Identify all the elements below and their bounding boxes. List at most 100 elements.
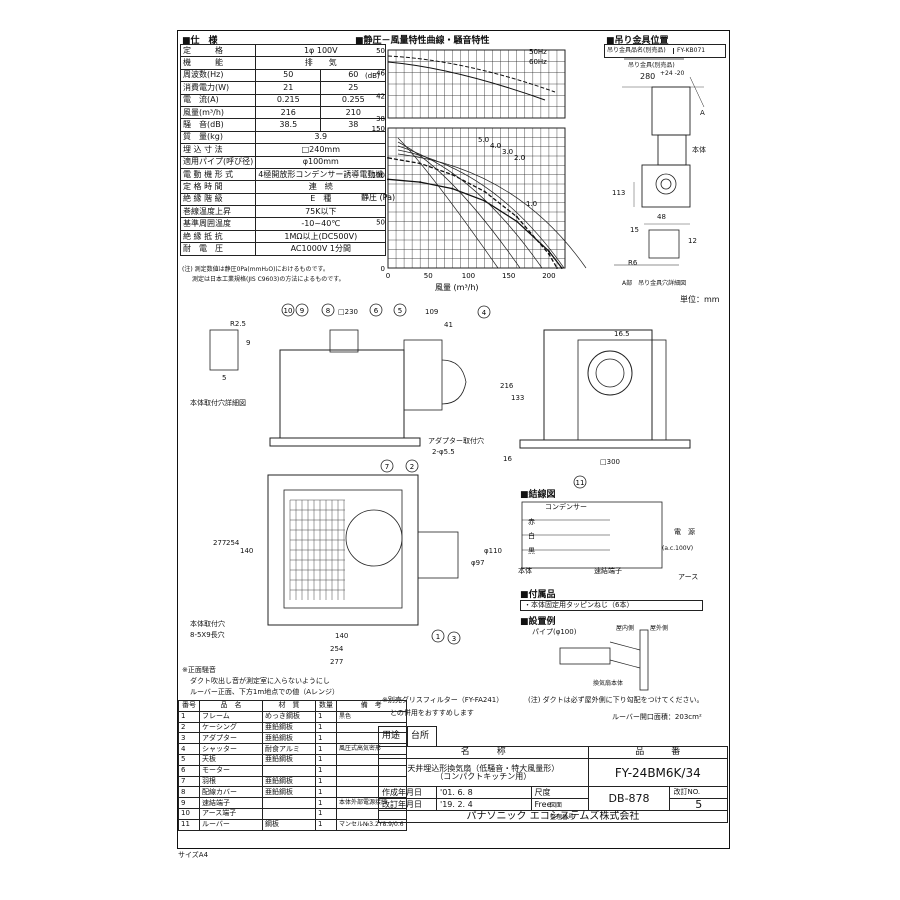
parts-header: 品 名 bbox=[199, 700, 263, 712]
scale-label: 尺度 bbox=[530, 786, 589, 799]
spec-value: -10~40℃ bbox=[255, 217, 387, 231]
parts-cell-qty: 1 bbox=[315, 710, 337, 723]
created-label: 作成年月日 bbox=[378, 786, 437, 799]
wiring-terminal: 速結端子 bbox=[594, 567, 622, 575]
hanger-dim-48: 48 bbox=[657, 213, 666, 221]
spec-label: 巻線温度上昇 bbox=[179, 205, 257, 219]
part-balloon-number: 9 bbox=[300, 307, 304, 315]
spec-row: 質 量(kg)3.9 bbox=[179, 130, 387, 145]
accessories-title: ■付属品 bbox=[520, 590, 556, 600]
detail-dim-r25: R2.5 bbox=[230, 320, 246, 328]
spec-row: 適用パイプ(呼び径)φ100mm bbox=[179, 155, 387, 169]
use-label: 用途 bbox=[378, 726, 408, 747]
spec-value-50hz: 216 bbox=[255, 105, 322, 120]
db-tick-label: 50 bbox=[376, 47, 385, 55]
parts-cell-qty: 1 bbox=[315, 786, 337, 799]
install-pipe: パイプ(φ100) bbox=[532, 628, 577, 636]
parts-cell-mat bbox=[262, 764, 316, 777]
hanger-drawing bbox=[614, 58, 705, 266]
created-date: '01. 6. 8 bbox=[436, 786, 532, 799]
spec-value: 1MΩ以上(DC500V) bbox=[255, 229, 387, 244]
data-point bbox=[419, 181, 422, 184]
product-name: 天井埋込形換気扇（低騒音・特大風量形） （コンパクトキッチン用） bbox=[378, 758, 589, 787]
adapter-hole-label: アダプター取付穴 bbox=[428, 437, 484, 445]
hanger-dim-r6: R6 bbox=[628, 259, 638, 267]
noise-curve-60hz bbox=[387, 55, 556, 93]
louver-note: ルーバー開口面積：203cm² bbox=[612, 713, 702, 721]
dim-phi110: φ110 bbox=[484, 547, 502, 555]
spec-value: □240mm bbox=[255, 143, 387, 157]
hanger-body-label: 本体 bbox=[692, 146, 706, 154]
duct-note: (注) ダクトは必ず屋外側に下り勾配をつけてください。 bbox=[528, 696, 704, 704]
parts-cell-qty: 1 bbox=[315, 797, 337, 809]
spec-label: 定 格 時 間 bbox=[179, 180, 257, 194]
part-balloon-number: 11 bbox=[576, 479, 585, 487]
detail-dim-9: 9 bbox=[246, 339, 251, 347]
drawing-frame bbox=[177, 30, 730, 849]
parts-cell-no: 9 bbox=[178, 797, 200, 809]
spec-label: 質 量(kg) bbox=[179, 130, 257, 145]
data-point bbox=[560, 267, 563, 269]
hanger-part-box: 吊り金具品名(別売品) FY-KB071 bbox=[604, 44, 726, 58]
install-body: 換気扇本体 bbox=[593, 680, 624, 687]
install-title: ■設置例 bbox=[520, 617, 556, 627]
install-outdoor: 屋外側 bbox=[650, 625, 669, 632]
dim-phi97: φ97 bbox=[471, 559, 485, 567]
spec-label: 基準周囲温度 bbox=[179, 217, 257, 231]
hanger-title: ■吊り金具位置 bbox=[606, 36, 669, 46]
drawing-label: 図面 bbox=[550, 802, 563, 809]
parts-cell-qty: 1 bbox=[315, 753, 337, 766]
parts-cell-mat: 鋼板 bbox=[262, 818, 316, 831]
pipe-curve bbox=[397, 149, 565, 269]
wiring-black: 黒 bbox=[528, 547, 535, 555]
spec-label: 機 能 bbox=[179, 56, 257, 70]
wiring-power-spec: (a.c.100V) bbox=[662, 545, 694, 552]
spec-label: 耐 電 圧 bbox=[179, 242, 257, 256]
legend-50hz: 50Hz bbox=[529, 48, 547, 56]
spec-value: 3.9 bbox=[255, 130, 387, 145]
x-tick-label: 200 bbox=[542, 272, 555, 280]
dim-254-h: 254 bbox=[330, 645, 344, 653]
hanger-dim-15: 15 bbox=[630, 226, 639, 234]
dim-230: □230 bbox=[338, 308, 358, 316]
spec-label: 消費電力(W) bbox=[179, 81, 257, 95]
part-balloon-number: 2 bbox=[410, 463, 414, 471]
part-balloon bbox=[380, 459, 394, 473]
part-balloon-number: 10 bbox=[284, 307, 293, 315]
legend-60hz: 60Hz bbox=[529, 58, 547, 66]
x-tick-label: 0 bbox=[386, 272, 390, 280]
pa-tick-label: 150 bbox=[372, 125, 385, 133]
parts-cell-no: 1 bbox=[178, 710, 200, 723]
parts-cell-qty: 1 bbox=[315, 818, 337, 831]
drawing-number: DB-878 bbox=[587, 786, 671, 811]
name-header: 名 称 bbox=[378, 746, 589, 759]
pipe-curve-label: 3.0 bbox=[502, 148, 513, 156]
units-label: 単位：mm bbox=[680, 295, 720, 304]
spec-value-60hz: 38 bbox=[320, 118, 387, 132]
install-drawing bbox=[559, 629, 649, 691]
wiring-earth: アース bbox=[678, 573, 699, 581]
parts-cell-no: 8 bbox=[178, 786, 200, 799]
parts-cell-qty: 1 bbox=[315, 775, 337, 788]
hanger-tolerance: +24 -20 bbox=[660, 70, 685, 77]
hanger-dim-280: 280 bbox=[640, 72, 656, 81]
revised-label: 改訂年月日 bbox=[378, 798, 437, 811]
pipe-curve-label: 1.0 bbox=[526, 200, 537, 208]
filter-note-1: ※別売グリスフィルター（FY-FA241） bbox=[382, 696, 504, 704]
noise-curve-50hz bbox=[387, 61, 546, 101]
parts-header: 材 質 bbox=[262, 700, 316, 712]
accessories-item: ・本体固定用タッピンねじ（6本） bbox=[520, 600, 703, 611]
data-point bbox=[483, 190, 486, 193]
dim-16-5: 16.5 bbox=[614, 330, 630, 338]
parts-header-row: 番号品 名材 質数量備 考 bbox=[178, 700, 407, 712]
rev-label: 改訂NO. bbox=[669, 786, 728, 799]
